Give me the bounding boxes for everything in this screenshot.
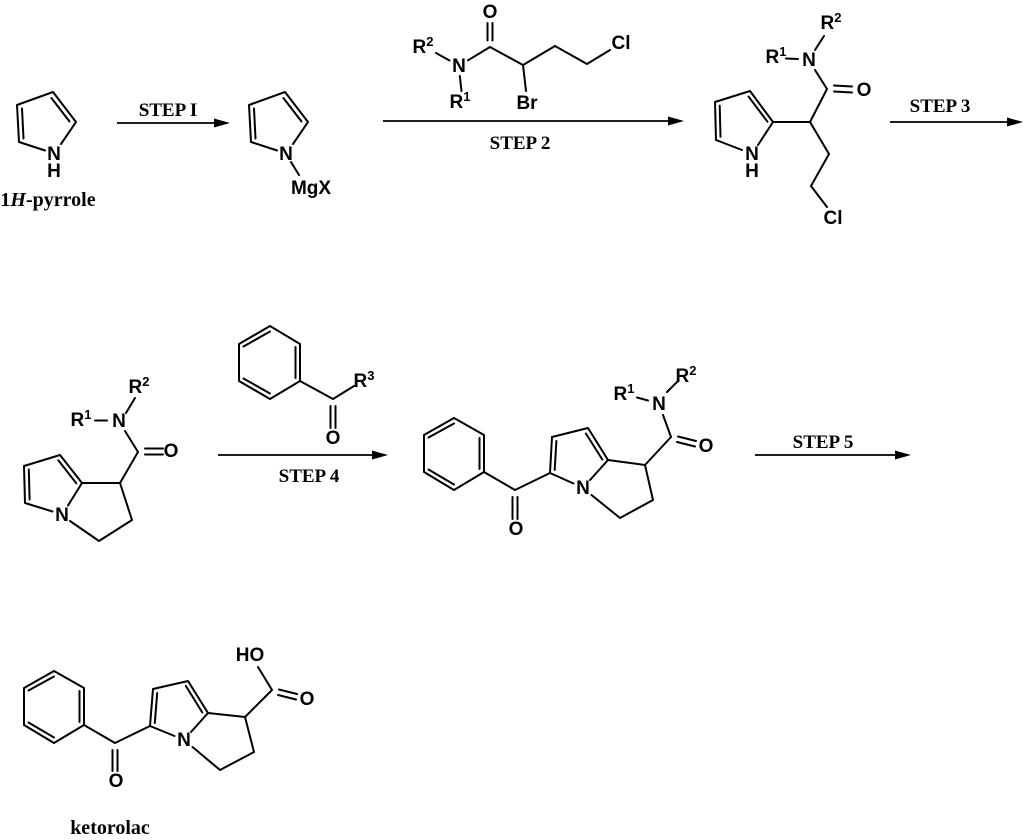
r-sup: 1 (779, 44, 786, 59)
r-sup: 2 (834, 10, 841, 25)
step-3-arrow-head (1007, 117, 1023, 127)
ring-nitrogen-label: N (177, 730, 191, 751)
benzoyl-oxygen-label: O (509, 519, 524, 540)
r-sup: 2 (689, 363, 696, 378)
ring-nitrogen-label: N (576, 478, 590, 499)
amide-oxygen-label: O (699, 436, 714, 457)
r-sup: 2 (426, 34, 433, 49)
arrow-step-4: STEP 4 (218, 450, 388, 487)
reagent-bonds (435, 22, 611, 92)
mgx-label: MgX (291, 178, 331, 199)
r-base: R (821, 13, 835, 34)
step-1-arrow-head (214, 118, 230, 128)
bromine-label: Br (516, 93, 538, 114)
bicycle-bonds (23, 397, 164, 542)
r-sup: 2 (142, 374, 149, 389)
molecule-ketorolac: N O HO O ketorolac (23, 645, 315, 839)
pyrrole-bonds (16, 91, 77, 152)
product-bonds (714, 35, 853, 208)
r-base: R (676, 366, 690, 387)
r2-substituent-label: R2 (129, 374, 150, 398)
r-base: R (71, 410, 85, 431)
r-base: R (129, 377, 143, 398)
ring-nitrogen-label: N (55, 505, 69, 526)
step-1-label: STEP I (139, 100, 198, 121)
nh-hydrogen-label: H (745, 161, 759, 182)
r1-substituent-label: R1 (614, 381, 635, 405)
chlorine-label: Cl (824, 208, 843, 229)
step-4-label: STEP 4 (279, 466, 340, 487)
r2-substituent-label: R2 (821, 10, 842, 34)
ring-nitrogen-label: N (279, 144, 293, 165)
step-4-arrow-head (372, 450, 388, 460)
caption-prefix: 1 (0, 189, 10, 211)
hydroxyl-label: HO (236, 645, 265, 666)
step-5-arrow-head (895, 450, 911, 460)
carbonyl-oxygen-label: O (164, 441, 179, 462)
molecule-pyrrole-magnesium-halide: N MgX (248, 91, 331, 199)
caption-italic-h: H (9, 189, 27, 211)
reagent-bonds (238, 325, 355, 429)
product-bonds (423, 380, 697, 520)
amide-nitrogen-label: N (112, 411, 126, 432)
molecule-pyrrolyl-chloro-amide: R1 N R2 O N H Cl (714, 10, 872, 229)
amide-nitrogen-label: N (652, 394, 666, 415)
r-sup: 3 (367, 368, 374, 383)
arrow-step-2: STEP 2 (383, 116, 684, 154)
r-base: R (450, 92, 464, 113)
benzoyl-oxygen-label: O (109, 771, 124, 792)
caption-suffix: -pyrrole (26, 189, 96, 211)
r-base: R (354, 371, 368, 392)
step-2-arrow-head (668, 116, 684, 126)
reagent-bromo-chloro-amide: R2 N R1 O Br Cl (413, 2, 631, 114)
r-sup: 1 (627, 381, 634, 396)
arrow-step-5: STEP 5 (755, 432, 911, 460)
r1-substituent-label: R1 (450, 89, 471, 113)
molecule-dihydropyrrolizine-amide: N N R1 R2 O (23, 374, 179, 542)
amide-nitrogen-label: N (452, 56, 466, 77)
arrow-step-1: STEP I (117, 100, 230, 128)
carbonyl-oxygen-label: O (857, 80, 872, 101)
r2-substituent-label: R2 (413, 34, 434, 58)
r-base: R (614, 384, 628, 405)
r-sup: 1 (84, 407, 91, 422)
ring-nitrogen-label: N (745, 144, 759, 165)
r-sup: 1 (463, 89, 470, 104)
ketone-oxygen-label: O (326, 428, 341, 449)
reagent-benzoyl-r3: R3 O (238, 325, 375, 449)
carbonyl-oxygen-label: O (483, 2, 498, 23)
amide-nitrogen-label: N (802, 50, 816, 71)
nh-hydrogen-label: H (47, 161, 61, 182)
compound-caption-ketorolac: ketorolac (70, 817, 150, 839)
chlorine-label: Cl (612, 33, 631, 54)
r-base: R (413, 37, 427, 58)
ring-nitrogen-label: N (47, 144, 61, 165)
arrow-step-3: STEP 3 (890, 96, 1023, 127)
r2-substituent-label: R2 (676, 363, 697, 387)
pyrrole-mgx-bonds (248, 91, 309, 176)
step-5-label: STEP 5 (793, 432, 854, 453)
ketorolac-bonds (23, 666, 298, 772)
r-base: R (766, 47, 780, 68)
molecule-1h-pyrrole: N H 1H-pyrrole (0, 91, 96, 211)
step-3-label: STEP 3 (910, 96, 971, 117)
r3-substituent-label: R3 (354, 368, 375, 392)
r1-substituent-label: R1 (71, 407, 92, 431)
r1-substituent-label: R1 (766, 44, 787, 68)
molecule-benzoyl-pyrrolizine-amide: N O N R1 R2 O (423, 363, 714, 540)
carboxyl-oxygen-label: O (300, 689, 315, 710)
step-2-label: STEP 2 (490, 133, 551, 154)
compound-caption-pyrrole: 1H-pyrrole (0, 189, 95, 211)
